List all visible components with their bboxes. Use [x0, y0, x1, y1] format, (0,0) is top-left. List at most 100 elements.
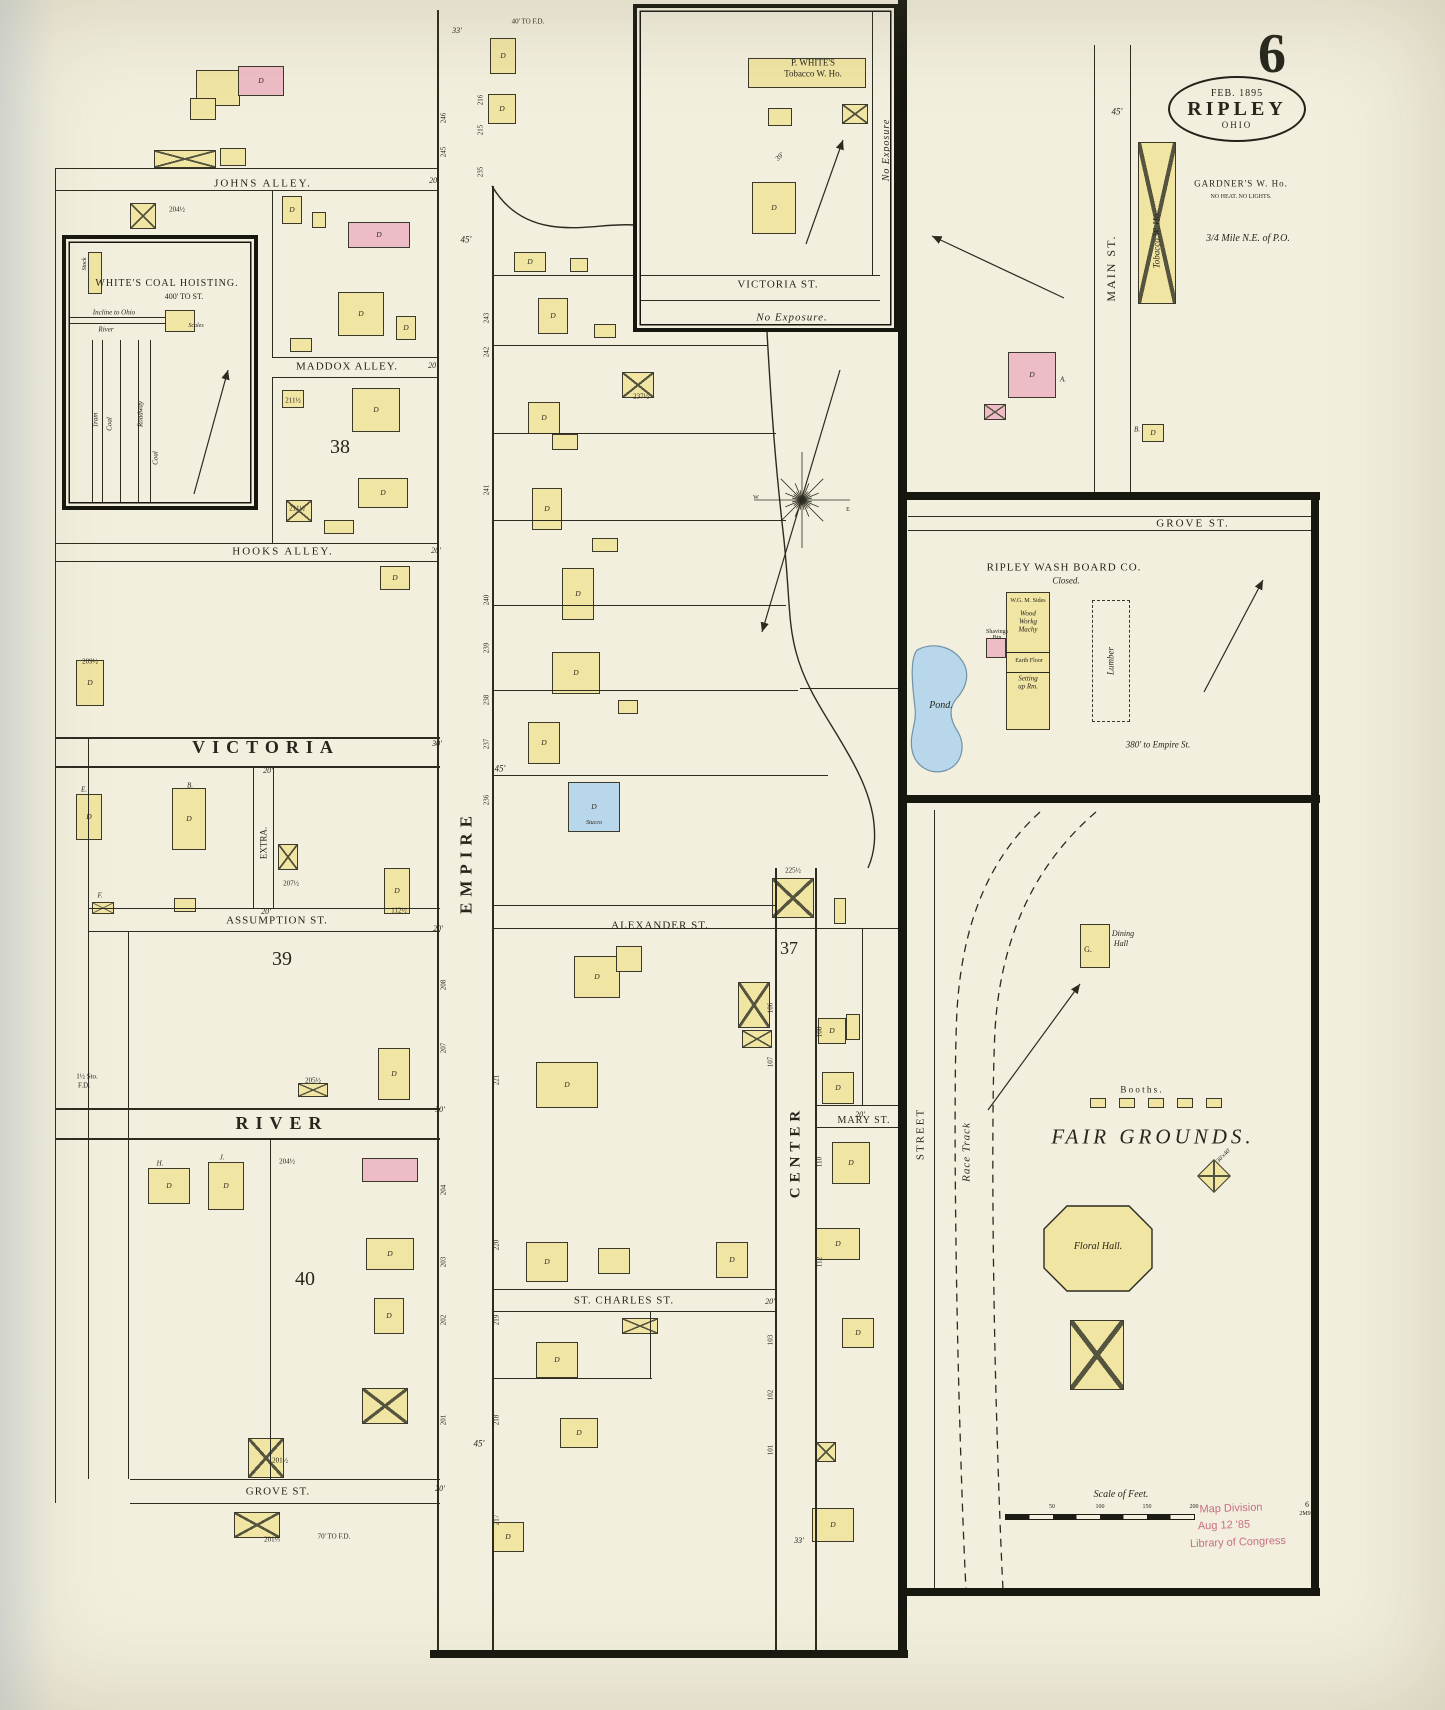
- street-line: [253, 766, 255, 908]
- map-label: 211½: [289, 504, 305, 513]
- building: [616, 946, 642, 972]
- map-label: 20': [431, 546, 441, 555]
- map-label: Stucco: [586, 820, 602, 826]
- building: [1070, 1320, 1124, 1390]
- map-label: 3/4 Mile N.E. of P.O.: [1206, 233, 1290, 244]
- map-label: 101: [766, 1444, 775, 1456]
- map-label: Workg: [1018, 617, 1038, 626]
- street-line: [62, 317, 165, 319]
- street-line: [130, 1479, 440, 1481]
- map-label: 2M9C: [1299, 1511, 1315, 1517]
- building: [1197, 1159, 1231, 1193]
- street-line: [55, 543, 437, 545]
- map-label: E.: [80, 785, 88, 794]
- building: [248, 1438, 284, 1478]
- compass-ray: [793, 494, 803, 501]
- map-label: 45': [473, 1438, 485, 1449]
- map-label: Tram: [91, 412, 100, 428]
- map-label: 50: [1049, 1504, 1055, 1510]
- building: [282, 390, 304, 408]
- map-label: 70' TO F.D.: [317, 1532, 351, 1541]
- street-line: [130, 1503, 440, 1505]
- dwelling-mark: D: [544, 504, 550, 514]
- title-city: RIPLEY: [1187, 98, 1287, 120]
- compass-ray: [801, 499, 812, 503]
- street-line: [492, 186, 494, 1652]
- section-border: [898, 492, 1320, 500]
- street-line: [492, 520, 786, 522]
- map-label: Incline to Ohio: [92, 308, 136, 317]
- dwelling-mark: D: [541, 738, 547, 748]
- dwelling-mark: D: [223, 1181, 229, 1191]
- building: D: [822, 1072, 854, 1104]
- compass-ray: [801, 483, 810, 501]
- street-line: [815, 1105, 900, 1107]
- street-line: [150, 340, 152, 505]
- map-label: Pond.: [929, 700, 953, 711]
- compass-ray: [801, 492, 819, 501]
- compass-ray: [801, 499, 808, 509]
- map-label: 20': [263, 766, 273, 775]
- map-label: W.G. M. Sides: [1010, 598, 1046, 604]
- street-line: [492, 433, 776, 435]
- building: [622, 1318, 658, 1334]
- compass-ray: [801, 499, 805, 510]
- street-line: [862, 928, 864, 1105]
- map-label: 108: [815, 1026, 824, 1038]
- dwelling-mark: D: [576, 1428, 582, 1438]
- map-label: ST. CHARLES ST.: [573, 1294, 675, 1307]
- building: D: [1008, 352, 1056, 398]
- map-label: 219: [492, 1314, 501, 1326]
- section-border: [898, 795, 1320, 803]
- map-label: ALEXANDER ST.: [611, 919, 709, 932]
- map-label: Shavings: [985, 629, 1009, 635]
- building: [174, 898, 196, 912]
- dwelling-mark: D: [373, 405, 379, 415]
- map-label: 45': [460, 234, 472, 245]
- map-label: 38: [330, 436, 350, 458]
- map-label: 205½: [305, 1076, 321, 1085]
- building: D: [552, 652, 600, 694]
- map-label: MAIN ST.: [1104, 234, 1118, 302]
- dwelling-mark: D: [564, 1080, 570, 1090]
- dwelling-mark: D: [358, 309, 364, 319]
- map-label: HOOKS ALLEY.: [232, 545, 334, 558]
- map-label: 20': [855, 1110, 865, 1119]
- survey-arrow: [987, 983, 1081, 1111]
- street-line: [492, 345, 768, 347]
- map-label: Stock: [82, 257, 88, 271]
- street-line: [272, 190, 274, 357]
- map-label: 201: [439, 1414, 448, 1426]
- dwelling-mark: D: [505, 1532, 511, 1542]
- section-border: [898, 1588, 1320, 1596]
- map-label: Bin: [992, 635, 1002, 641]
- building: D: [358, 478, 408, 508]
- map-label: 39: [272, 948, 292, 970]
- map-label: 103: [766, 1334, 775, 1346]
- building: [190, 98, 216, 120]
- street-line: [650, 1311, 652, 1378]
- map-label: 209½: [82, 657, 98, 666]
- building: D: [842, 1318, 874, 1348]
- map-label: VICTORIA ST.: [737, 278, 819, 291]
- map-label: Dining: [1111, 929, 1135, 938]
- building: [1119, 1098, 1135, 1108]
- building: [362, 1158, 418, 1182]
- map-label: 225½: [785, 866, 801, 875]
- whites-coal-inset-border: [62, 235, 258, 510]
- map-label: E: [846, 507, 850, 513]
- dwelling-mark: D: [848, 1158, 854, 1168]
- building: D: [490, 38, 516, 74]
- dwelling-mark: D: [499, 104, 505, 114]
- building: D: [366, 1238, 414, 1270]
- map-label: MARY ST.: [837, 1115, 891, 1126]
- building: [220, 148, 246, 166]
- map-label: VICTORIA: [192, 737, 340, 757]
- street-line: [1006, 672, 1050, 674]
- survey-arrow: [1203, 579, 1264, 693]
- building: D: [172, 788, 206, 850]
- map-label: 45': [494, 763, 506, 774]
- building: [742, 1030, 772, 1048]
- street-line: [270, 1138, 272, 1479]
- map-label: P. WHITE'S: [791, 57, 835, 68]
